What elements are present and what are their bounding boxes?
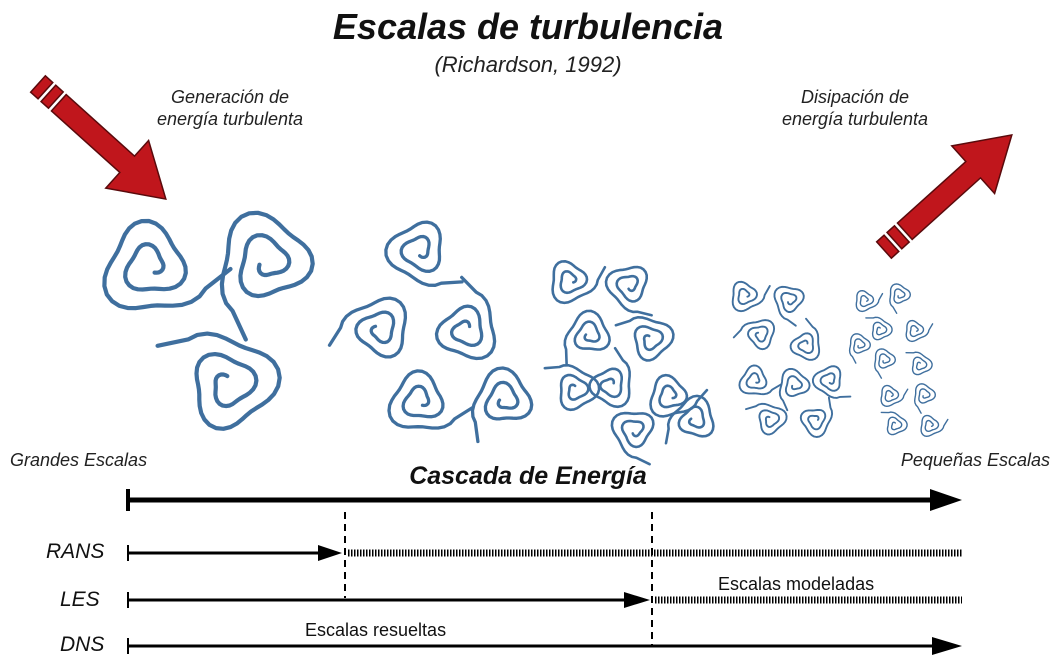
eddy-cascade xyxy=(102,210,949,466)
spiral-eddy-icon xyxy=(920,414,949,437)
rans-resolved-arrowhead xyxy=(318,545,342,561)
spiral-eddy-icon xyxy=(855,290,884,313)
spiral-eddy-icon xyxy=(731,280,771,313)
spiral-eddy-icon xyxy=(874,348,896,379)
spiral-eddy-icon xyxy=(387,369,474,430)
spiral-eddy-icon xyxy=(880,411,908,436)
spiral-eddy-icon xyxy=(811,365,852,399)
cascade-label: Cascada de Energía xyxy=(409,462,647,490)
spiral-eddy-icon xyxy=(327,296,408,359)
red-arrow-down-right-icon xyxy=(29,74,167,201)
small-scales-label: Pequeñas Escalas xyxy=(900,450,1050,470)
cascade-arrowhead xyxy=(930,489,962,511)
spiral-eddy-icon xyxy=(563,309,611,366)
spiral-eddy-icon xyxy=(614,316,675,362)
spiral-eddy-icon xyxy=(155,331,282,431)
spiral-eddy-icon xyxy=(470,366,534,444)
spiral-eddy-icon xyxy=(799,396,834,438)
generation-label-line-2: energía turbulenta xyxy=(156,109,304,129)
resolved-scales-label: Escalas resueltas xyxy=(305,620,447,640)
red-arrow-up-right-icon xyxy=(875,133,1013,260)
spiral-eddy-icon xyxy=(434,275,497,361)
spiral-eddy-icon xyxy=(905,319,934,343)
dissipation-label-line-1: Disipación de xyxy=(800,87,910,107)
spiral-eddy-icon xyxy=(738,364,782,396)
spiral-eddy-icon xyxy=(914,383,936,414)
spiral-eddy-icon xyxy=(789,317,821,361)
spiral-eddy-icon xyxy=(778,367,811,412)
method-label-dns: DNS xyxy=(60,633,105,656)
spiral-eddy-icon xyxy=(732,319,776,351)
dissipation-label-line-2: energía turbulenta xyxy=(781,109,929,129)
method-label-les: LES xyxy=(60,588,100,611)
modeled-scales-label: Escalas modeladas xyxy=(718,574,875,594)
spiral-eddy-icon xyxy=(880,384,909,407)
spiral-eddy-icon xyxy=(848,333,871,364)
dissipation-label: Disipación de energía turbulenta xyxy=(765,86,945,130)
les-resolved-arrowhead xyxy=(624,592,650,608)
diagram-subtitle: (Richardson, 1992) xyxy=(434,52,622,77)
generation-label: Generación de energía turbulenta xyxy=(140,86,320,130)
spiral-eddy-icon xyxy=(865,316,893,341)
spiral-eddy-icon xyxy=(610,411,655,466)
generation-label-line-1: Generación de xyxy=(170,87,290,107)
spiral-eddy-icon xyxy=(588,346,631,409)
spiral-eddy-icon xyxy=(745,402,788,436)
dns-resolved-arrowhead xyxy=(932,637,962,655)
spiral-eddy-icon xyxy=(384,220,464,287)
spiral-eddy-icon xyxy=(773,285,805,327)
spiral-eddy-icon xyxy=(543,364,601,412)
spiral-eddy-icon xyxy=(604,265,653,317)
method-label-rans: RANS xyxy=(46,540,105,563)
large-scales-label: Grandes Escalas xyxy=(10,450,148,470)
spiral-eddy-icon xyxy=(889,283,911,314)
spiral-eddy-icon xyxy=(219,210,315,342)
diagram-title: Escalas de turbulencia xyxy=(332,6,724,47)
spiral-eddy-icon xyxy=(905,351,933,376)
spiral-eddy-icon xyxy=(664,394,715,445)
spiral-eddy-icon xyxy=(551,260,607,305)
spiral-eddy-icon xyxy=(102,218,233,311)
